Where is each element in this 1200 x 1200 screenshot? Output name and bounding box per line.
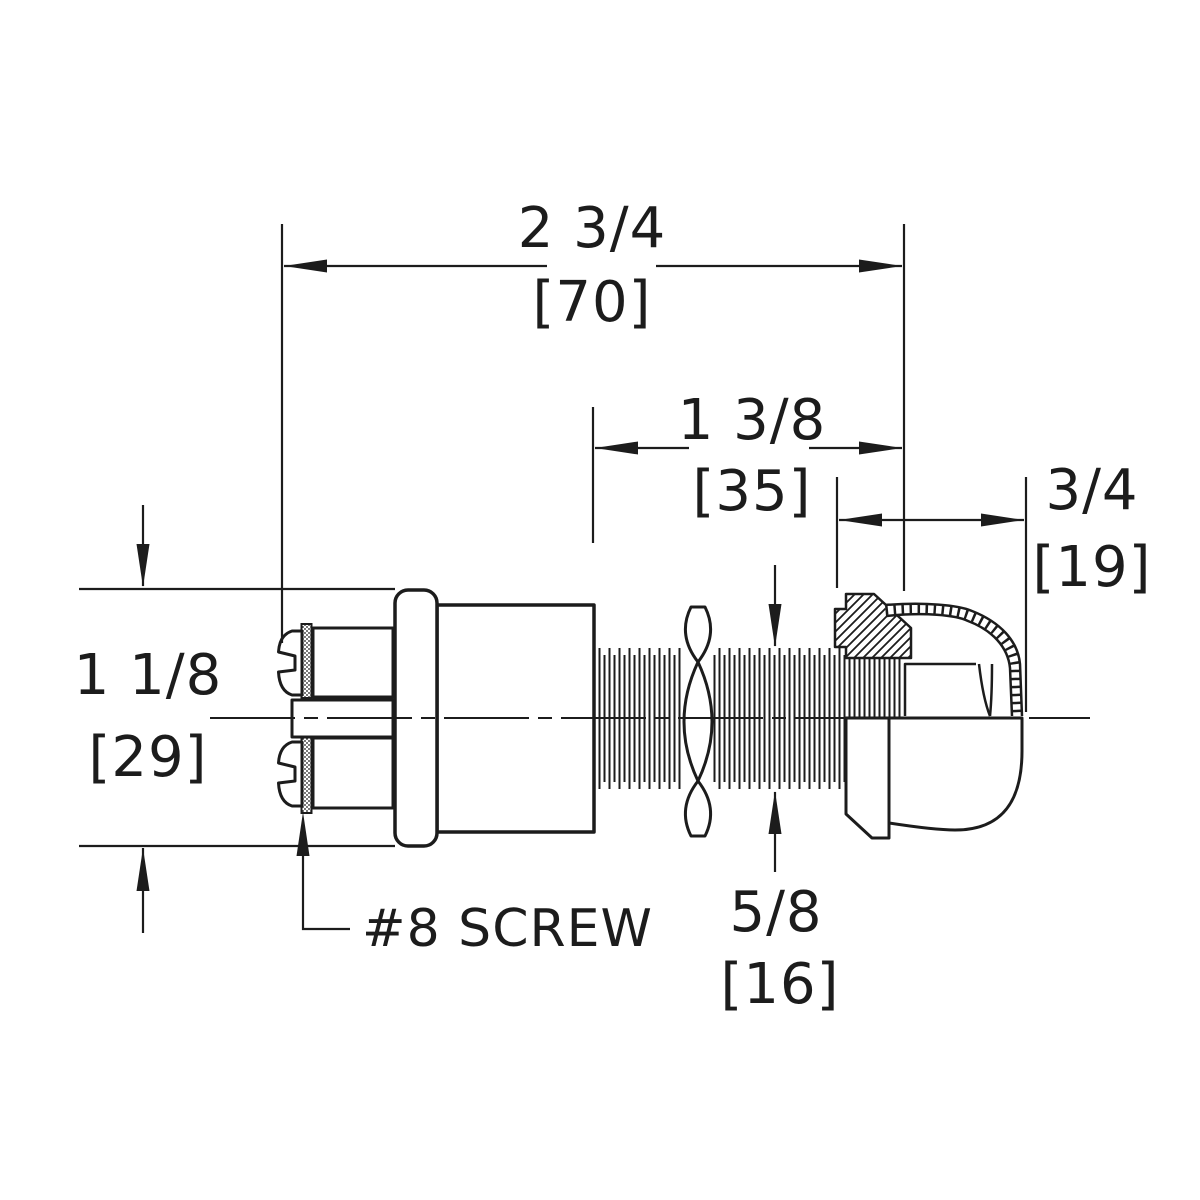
arrowhead-down — [768, 604, 782, 647]
arrowhead-right — [859, 259, 902, 273]
boot-wall-crimp-hatch — [885, 604, 1022, 717]
leader-line — [301, 854, 350, 931]
arrowhead-right — [859, 441, 902, 455]
arrowhead-right — [981, 513, 1024, 527]
boot-cavity — [903, 662, 994, 717]
dim-thread-dia-mm: [16] — [721, 952, 840, 1017]
dim-boot-mm: [19] — [1033, 535, 1152, 600]
leader-arrowhead — [296, 812, 310, 856]
boot-cap-wall — [884, 602, 1024, 717]
callout-screw: #8 SCREW — [296, 812, 653, 959]
gland-nut-section — [833, 592, 913, 660]
arrowhead-up — [136, 848, 150, 891]
jam-nut-facet-bottom — [683, 779, 713, 838]
dim-body-height: 1 1/8 [29] — [74, 505, 395, 933]
screw-head-bottom — [277, 740, 304, 808]
dim-height-mm: [29] — [89, 725, 208, 790]
arrowhead-left — [284, 259, 327, 273]
toggle-lever-edge-left — [977, 663, 992, 717]
dim-height-inches: 1 1/8 — [74, 643, 223, 708]
boot-cavity-outline — [903, 662, 976, 716]
gland-nut-skirt-lower — [844, 716, 891, 840]
boot-wall-outer-curve — [884, 602, 1024, 717]
dim-overall-inches: 2 3/4 — [518, 196, 667, 261]
screw-head-top — [277, 629, 304, 697]
terminal-block-bottom — [311, 736, 395, 810]
terminal-block-top — [311, 626, 395, 699]
dim-thread-diameter: 5/8 [16] — [721, 565, 840, 1017]
boot-wall-inner-curve — [885, 612, 1014, 717]
arrowhead-down — [136, 544, 150, 587]
dim-boot-inches: 3/4 — [1045, 458, 1138, 523]
hex-jam-nut — [682, 605, 714, 838]
gland-nut-hatch — [833, 592, 913, 660]
switch-assembly — [210, 588, 1090, 848]
screw-callout-label: #8 SCREW — [362, 899, 653, 959]
boot-base-lower — [887, 716, 1024, 832]
dim-overall-mm: [70] — [533, 270, 652, 335]
arrowhead-up — [768, 791, 782, 834]
toggle-lever-edge-right — [988, 663, 994, 717]
dim-thread-length: 1 3/8 [35] — [591, 388, 902, 543]
dim-overall-length: 2 3/4 [70] — [280, 196, 906, 643]
dim-thread-dia-inches: 5/8 — [729, 880, 822, 945]
arrowhead-left — [595, 441, 638, 455]
dim-thread-length-mm: [35] — [693, 459, 812, 524]
dim-thread-length-inches: 1 3/8 — [678, 388, 827, 453]
arrowhead-left — [839, 513, 882, 527]
dim-boot-length: 3/4 [19] — [835, 458, 1152, 712]
